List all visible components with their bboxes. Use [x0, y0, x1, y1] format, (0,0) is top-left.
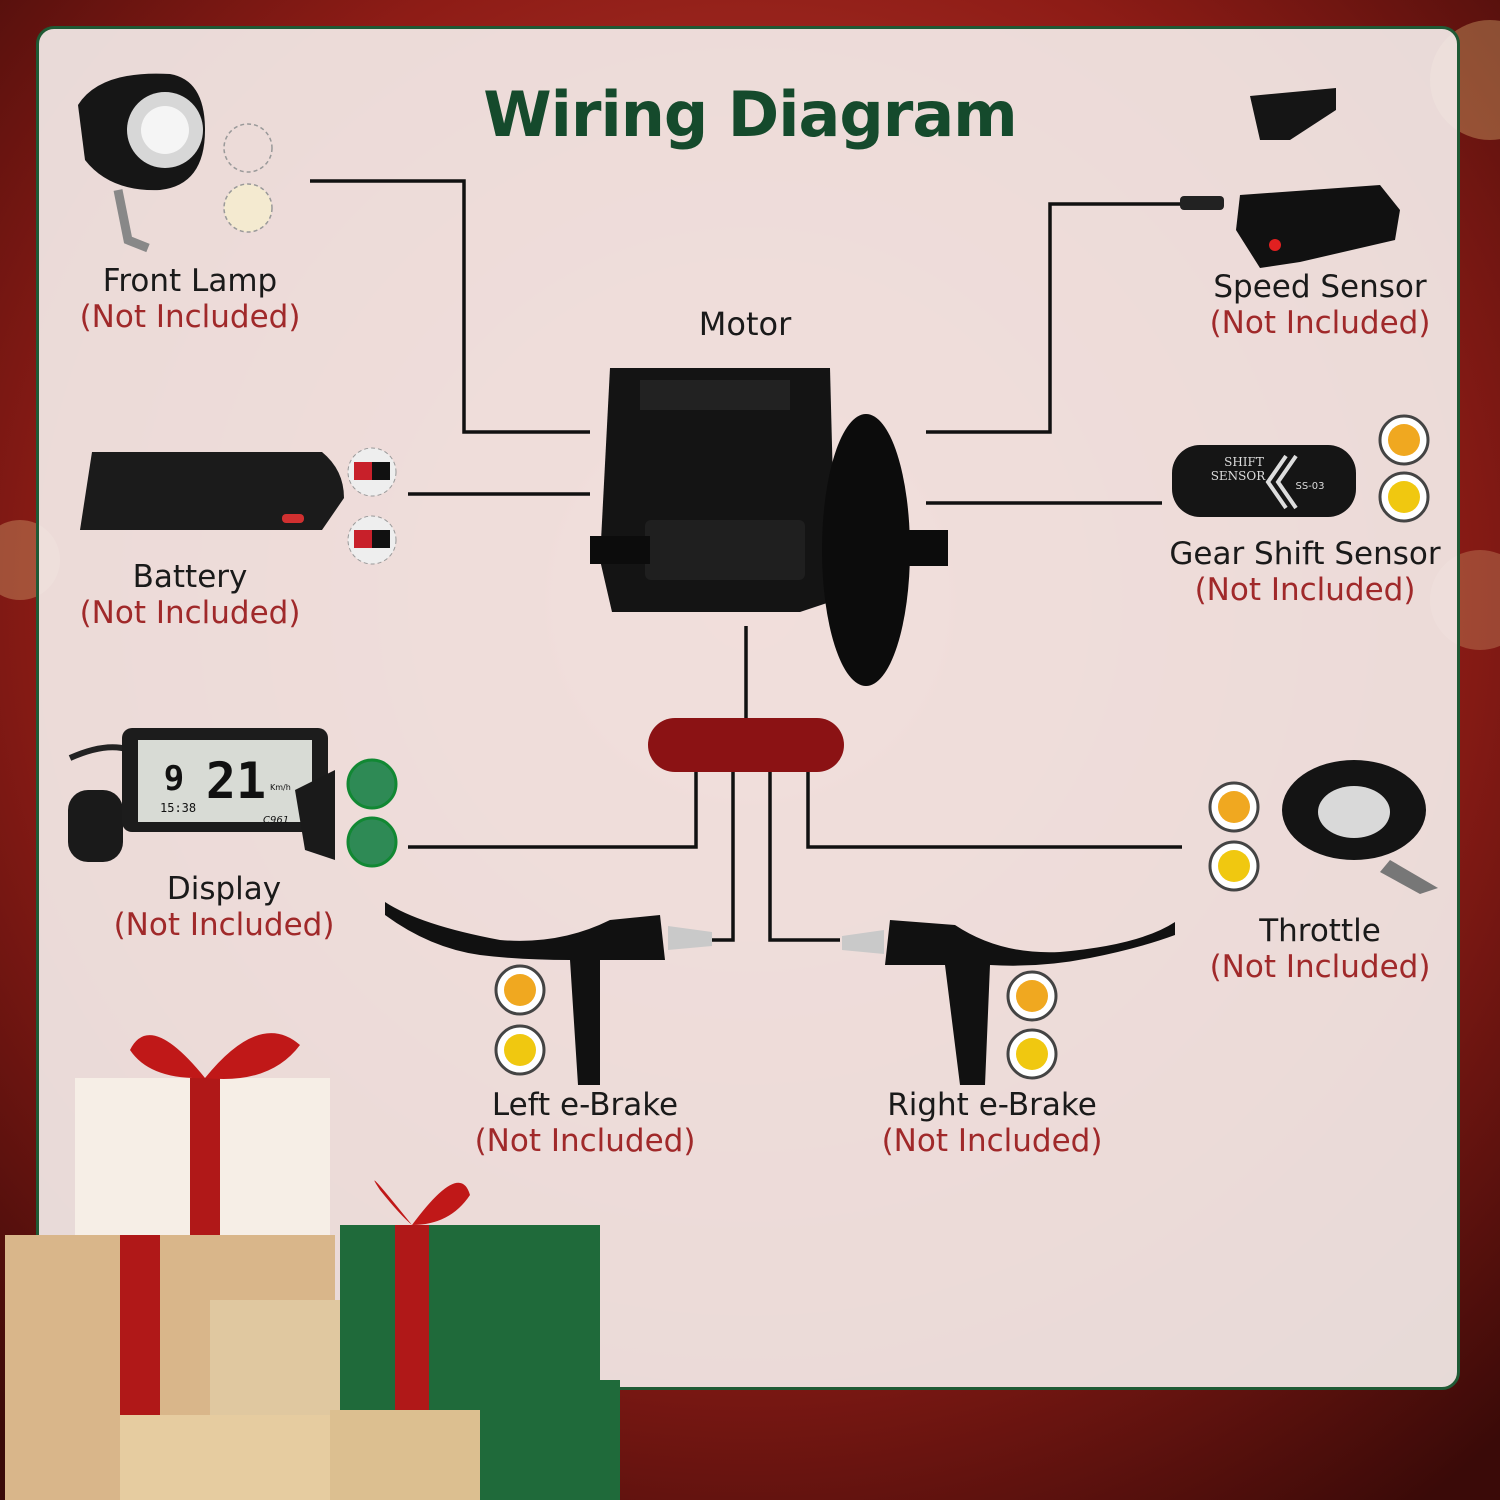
display-assist-level: 9: [164, 759, 184, 799]
left-ebrake-icon: [385, 902, 712, 1085]
shift-sensor-text-1: SHIFT: [1224, 455, 1264, 469]
display-name: Display: [166, 871, 282, 907]
throttle-label: Throttle (Not Included): [1190, 913, 1450, 985]
battery-name: Battery: [132, 559, 248, 595]
display-status: (Not Included): [113, 906, 335, 943]
throttle-name: Throttle: [1259, 913, 1381, 949]
speed-sensor-name: Speed Sensor: [1213, 269, 1427, 305]
battery-status: (Not Included): [79, 594, 301, 631]
right-ebrake-icon: [842, 920, 1175, 1085]
speed-sensor-icon: [1180, 88, 1400, 268]
display-speed: 21: [206, 752, 266, 810]
front-lamp-icon: [78, 73, 273, 253]
battery-label: Battery (Not Included): [60, 559, 320, 631]
display-clock: 15:38: [160, 801, 196, 815]
wire-left-brake: [712, 772, 735, 942]
display-model: C961: [263, 815, 289, 826]
motor-label: Motor: [698, 305, 792, 343]
wire-right-brake: [768, 772, 840, 942]
gear-shift-sensor-icon: SHIFT SENSOR SS-03: [1172, 414, 1430, 523]
shift-sensor-model: SS-03: [1295, 481, 1324, 492]
right-ebrake-status: (Not Included): [881, 1122, 1103, 1159]
front-lamp-name: Front Lamp: [102, 263, 278, 299]
gear-shift-sensor-status: (Not Included): [1194, 571, 1416, 608]
right-ebrake-label: Right e-Brake (Not Included): [862, 1087, 1122, 1159]
speed-sensor-status: (Not Included): [1209, 304, 1431, 341]
wire-throttle: [806, 772, 1182, 849]
shift-sensor-text-2: SENSOR: [1211, 469, 1267, 483]
motor-icon: [590, 368, 948, 686]
wiring-hub: [648, 718, 844, 772]
speed-sensor-label: Speed Sensor (Not Included): [1190, 269, 1450, 341]
throttle-status: (Not Included): [1209, 948, 1431, 985]
front-lamp-label: Front Lamp (Not Included): [60, 263, 320, 335]
left-ebrake-label: Left e-Brake (Not Included): [455, 1087, 715, 1159]
left-ebrake-status: (Not Included): [474, 1122, 696, 1159]
left-ebrake-name: Left e-Brake: [491, 1087, 679, 1123]
display-unit: Km/h: [270, 783, 291, 792]
battery-icon: [80, 447, 397, 565]
wire-display: [408, 772, 698, 849]
gift-boxes-decoration: [5, 1033, 620, 1500]
display-label: Display (Not Included): [94, 871, 354, 943]
right-ebrake-name: Right e-Brake: [887, 1087, 1097, 1123]
gear-shift-sensor-name: Gear Shift Sensor: [1169, 536, 1441, 572]
throttle-icon: [1208, 760, 1438, 894]
gear-shift-sensor-label: Gear Shift Sensor (Not Included): [1155, 536, 1455, 608]
front-lamp-status: (Not Included): [79, 298, 301, 335]
wire-front-lamp: [310, 179, 590, 434]
diagram-title: Wiring Diagram: [483, 78, 1018, 151]
display-icon: 9 21 Km/h 15:38 C961: [68, 728, 398, 868]
wire-speed-sensor: [926, 202, 1185, 434]
